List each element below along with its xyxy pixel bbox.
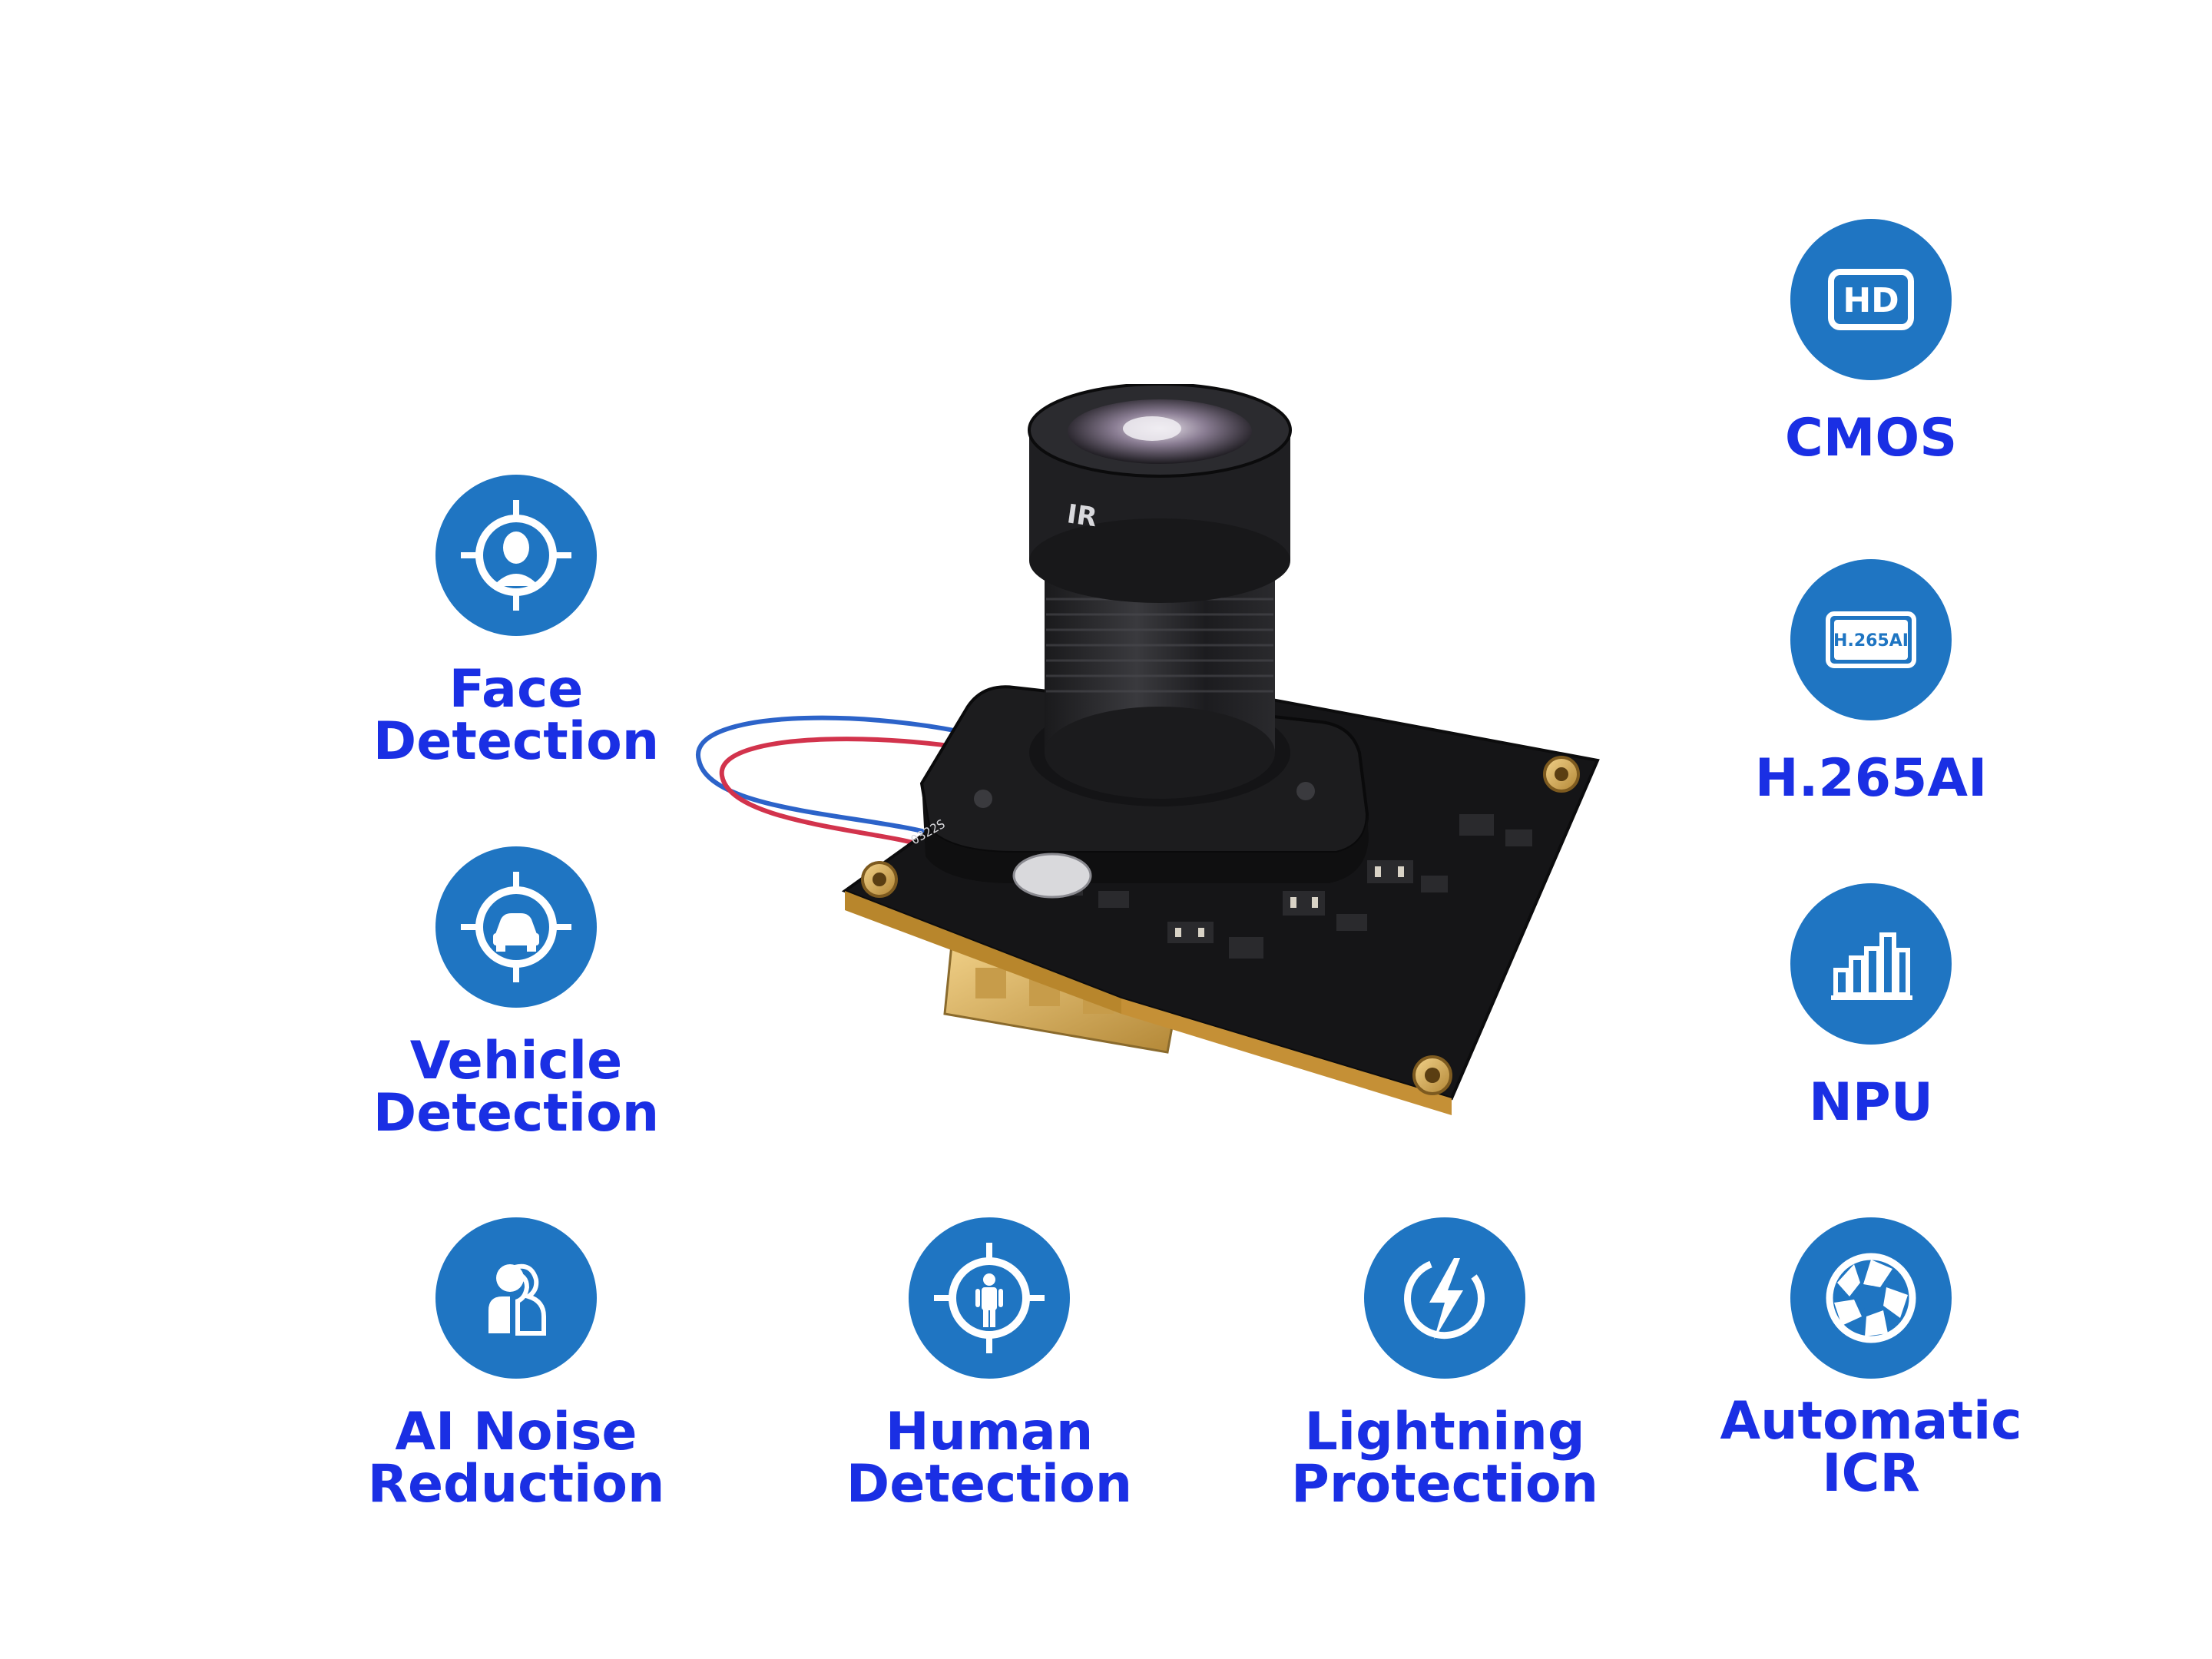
- label-line: Reduction: [367, 1454, 665, 1515]
- lightning-bolt-icon: [1364, 1217, 1525, 1379]
- vehicle-target-icon: [435, 846, 597, 1008]
- feature-lightning-protection: Lightning Protection: [1214, 1217, 1675, 1511]
- feature-cmos: HD CMOS: [1641, 219, 2101, 465]
- human-target-icon: [909, 1217, 1070, 1379]
- feature-ai-noise-reduction: AI Noise Reduction: [286, 1217, 747, 1511]
- feature-label: Face Detection: [373, 664, 659, 768]
- blue-wire: [696, 715, 1015, 839]
- feature-npu: NPU: [1641, 883, 2101, 1129]
- hd-icon: HD: [1790, 219, 1952, 380]
- label-line: AI Noise: [395, 1402, 637, 1462]
- feature-label: Automatic ICR: [1720, 1396, 2022, 1500]
- label-line: CMOS: [1784, 408, 1958, 469]
- label-line: Human: [885, 1402, 1094, 1462]
- label-line: Detection: [373, 711, 660, 772]
- label-line: Protection: [1291, 1454, 1598, 1515]
- h265-icon-text: H.265AI: [1833, 631, 1909, 651]
- camera-module-photo: IR 0322S: [696, 384, 1600, 1115]
- ai-noise-person-icon: [435, 1217, 597, 1379]
- label-line: H.265AI: [1754, 748, 1988, 809]
- feature-label: Lightning Protection: [1291, 1406, 1598, 1511]
- lens-marking: IR: [1065, 498, 1099, 533]
- aperture-shutter-icon: [1790, 1217, 1952, 1379]
- label-line: ICR: [1822, 1443, 1920, 1504]
- label-line: Detection: [846, 1454, 1133, 1515]
- feature-label: Human Detection: [846, 1406, 1132, 1511]
- feature-label: NPU: [1809, 1077, 1933, 1129]
- label-line: Detection: [373, 1083, 660, 1144]
- label-line: NPU: [1809, 1072, 1933, 1133]
- label-line: Automatic: [1720, 1391, 2022, 1452]
- label-line: Face: [449, 659, 584, 720]
- feature-h265ai: H.265AI H.265AI: [1641, 559, 2101, 805]
- npu-bars-icon: [1790, 883, 1952, 1045]
- face-target-icon: [435, 475, 597, 636]
- feature-label: CMOS: [1785, 412, 1957, 465]
- feature-face-detection: Face Detection: [286, 475, 747, 768]
- feature-human-detection: Human Detection: [759, 1217, 1220, 1511]
- label-line: Lightning: [1304, 1402, 1585, 1462]
- feature-label: H.265AI: [1755, 753, 1988, 805]
- feature-label: AI Noise Reduction: [368, 1406, 665, 1511]
- hd-icon-text: HD: [1843, 281, 1899, 320]
- h265-icon: H.265AI: [1790, 559, 1952, 720]
- red-wire: [719, 737, 1030, 847]
- feature-vehicle-detection: Vehicle Detection: [286, 846, 747, 1140]
- label-line: Vehicle: [409, 1031, 623, 1091]
- feature-automatic-icr: Automatic ICR: [1641, 1217, 2101, 1500]
- feature-label: Vehicle Detection: [373, 1035, 659, 1140]
